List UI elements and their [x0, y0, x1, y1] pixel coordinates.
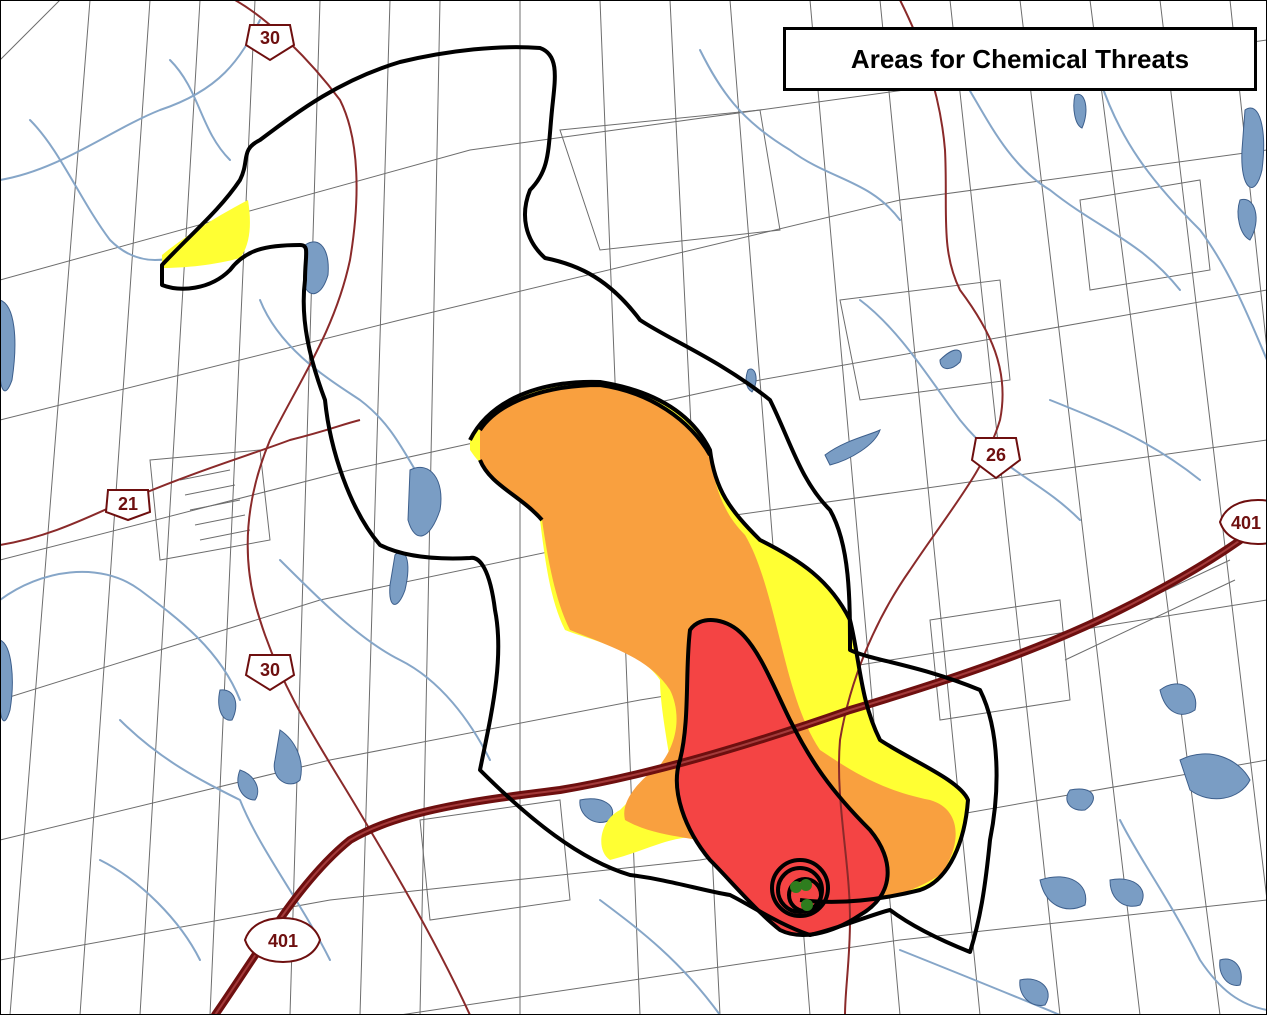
threat-zones — [162, 200, 968, 935]
zone-red — [676, 620, 888, 935]
shield-route-26: 26 — [970, 437, 1022, 480]
zone-outlines — [160, 45, 999, 954]
source-point — [801, 899, 813, 911]
source-points[interactable] — [790, 879, 813, 911]
svg-text:30: 30 — [260, 28, 280, 48]
shield-route-401-east: 401 — [1218, 498, 1267, 546]
source-point — [800, 879, 812, 891]
shield-route-21: 21 — [104, 489, 152, 522]
water-bodies — [0, 93, 1265, 1006]
zone-yellow-nw — [162, 200, 250, 268]
shield-route-30-north: 30 — [244, 24, 296, 62]
map-title: Areas for Chemical Threats — [783, 27, 1257, 91]
shield-route-401-west: 401 — [243, 916, 322, 964]
svg-text:21: 21 — [118, 494, 138, 514]
svg-text:26: 26 — [986, 445, 1006, 465]
svg-text:401: 401 — [1231, 513, 1261, 533]
svg-text:401: 401 — [268, 931, 298, 951]
shield-route-30-south: 30 — [244, 654, 296, 692]
source-point — [790, 881, 802, 893]
svg-text:30: 30 — [260, 660, 280, 680]
